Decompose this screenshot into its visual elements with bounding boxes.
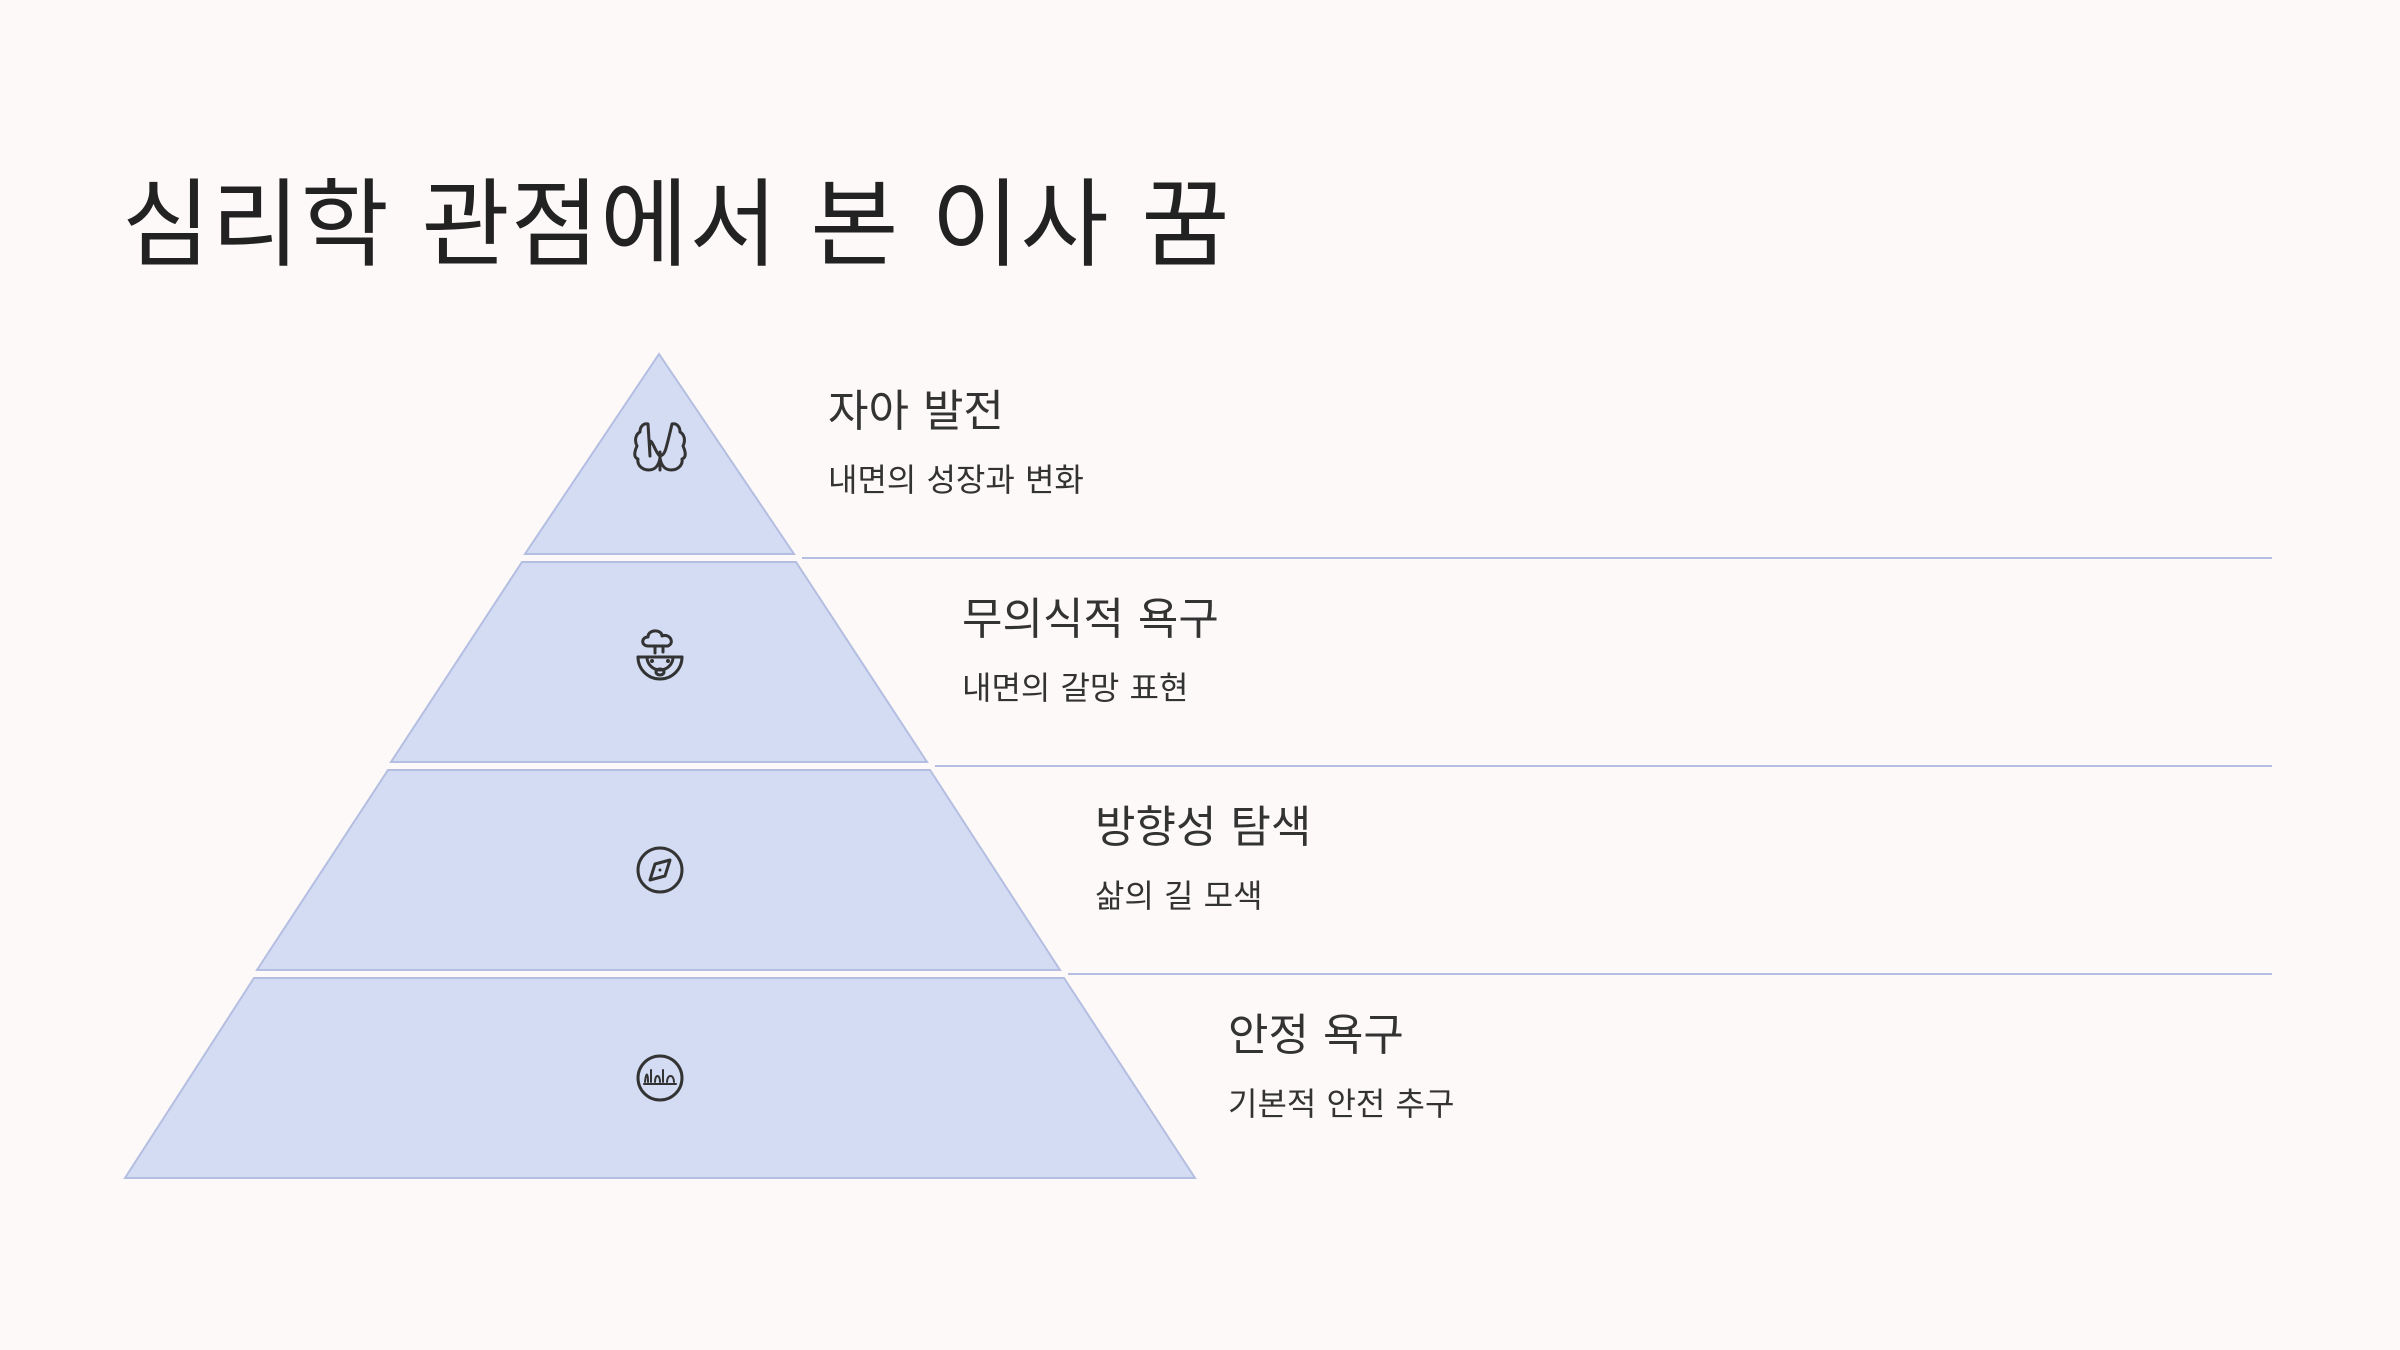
brain-icon — [633, 422, 687, 472]
level-description: 삶의 길 모색 — [1095, 877, 1263, 915]
level-3-text: 방향성 탐색 삶의 길 모색 — [1095, 800, 1311, 918]
level-1-text: 자아 발전 내면의 성장과 변화 — [828, 384, 1084, 502]
level-title: 무의식적 욕구 — [962, 594, 1219, 645]
level-description: 기본적 안전 추구 — [1228, 1085, 1455, 1123]
pyramid-tier-2 — [389, 561, 929, 763]
mind-blown-icon — [636, 629, 684, 681]
level-description: 내면의 갈망 표현 — [962, 669, 1189, 707]
level-4-text: 안정 욕구 기본적 안전 추구 — [1228, 1008, 1454, 1126]
page-title: 심리학 관점에서 본 이사 꿈 — [122, 169, 1231, 281]
level-title: 방향성 탐색 — [1095, 802, 1312, 853]
level-description: 내면의 성장과 변화 — [828, 461, 1084, 499]
compass-icon — [636, 846, 684, 894]
level-2-text: 무의식적 욕구 내면의 갈망 표현 — [962, 592, 1219, 710]
sunnah-emblem-icon — [636, 1054, 684, 1102]
level-title: 안정 욕구 — [1228, 1010, 1404, 1061]
level-title: 자아 발전 — [828, 386, 1004, 437]
